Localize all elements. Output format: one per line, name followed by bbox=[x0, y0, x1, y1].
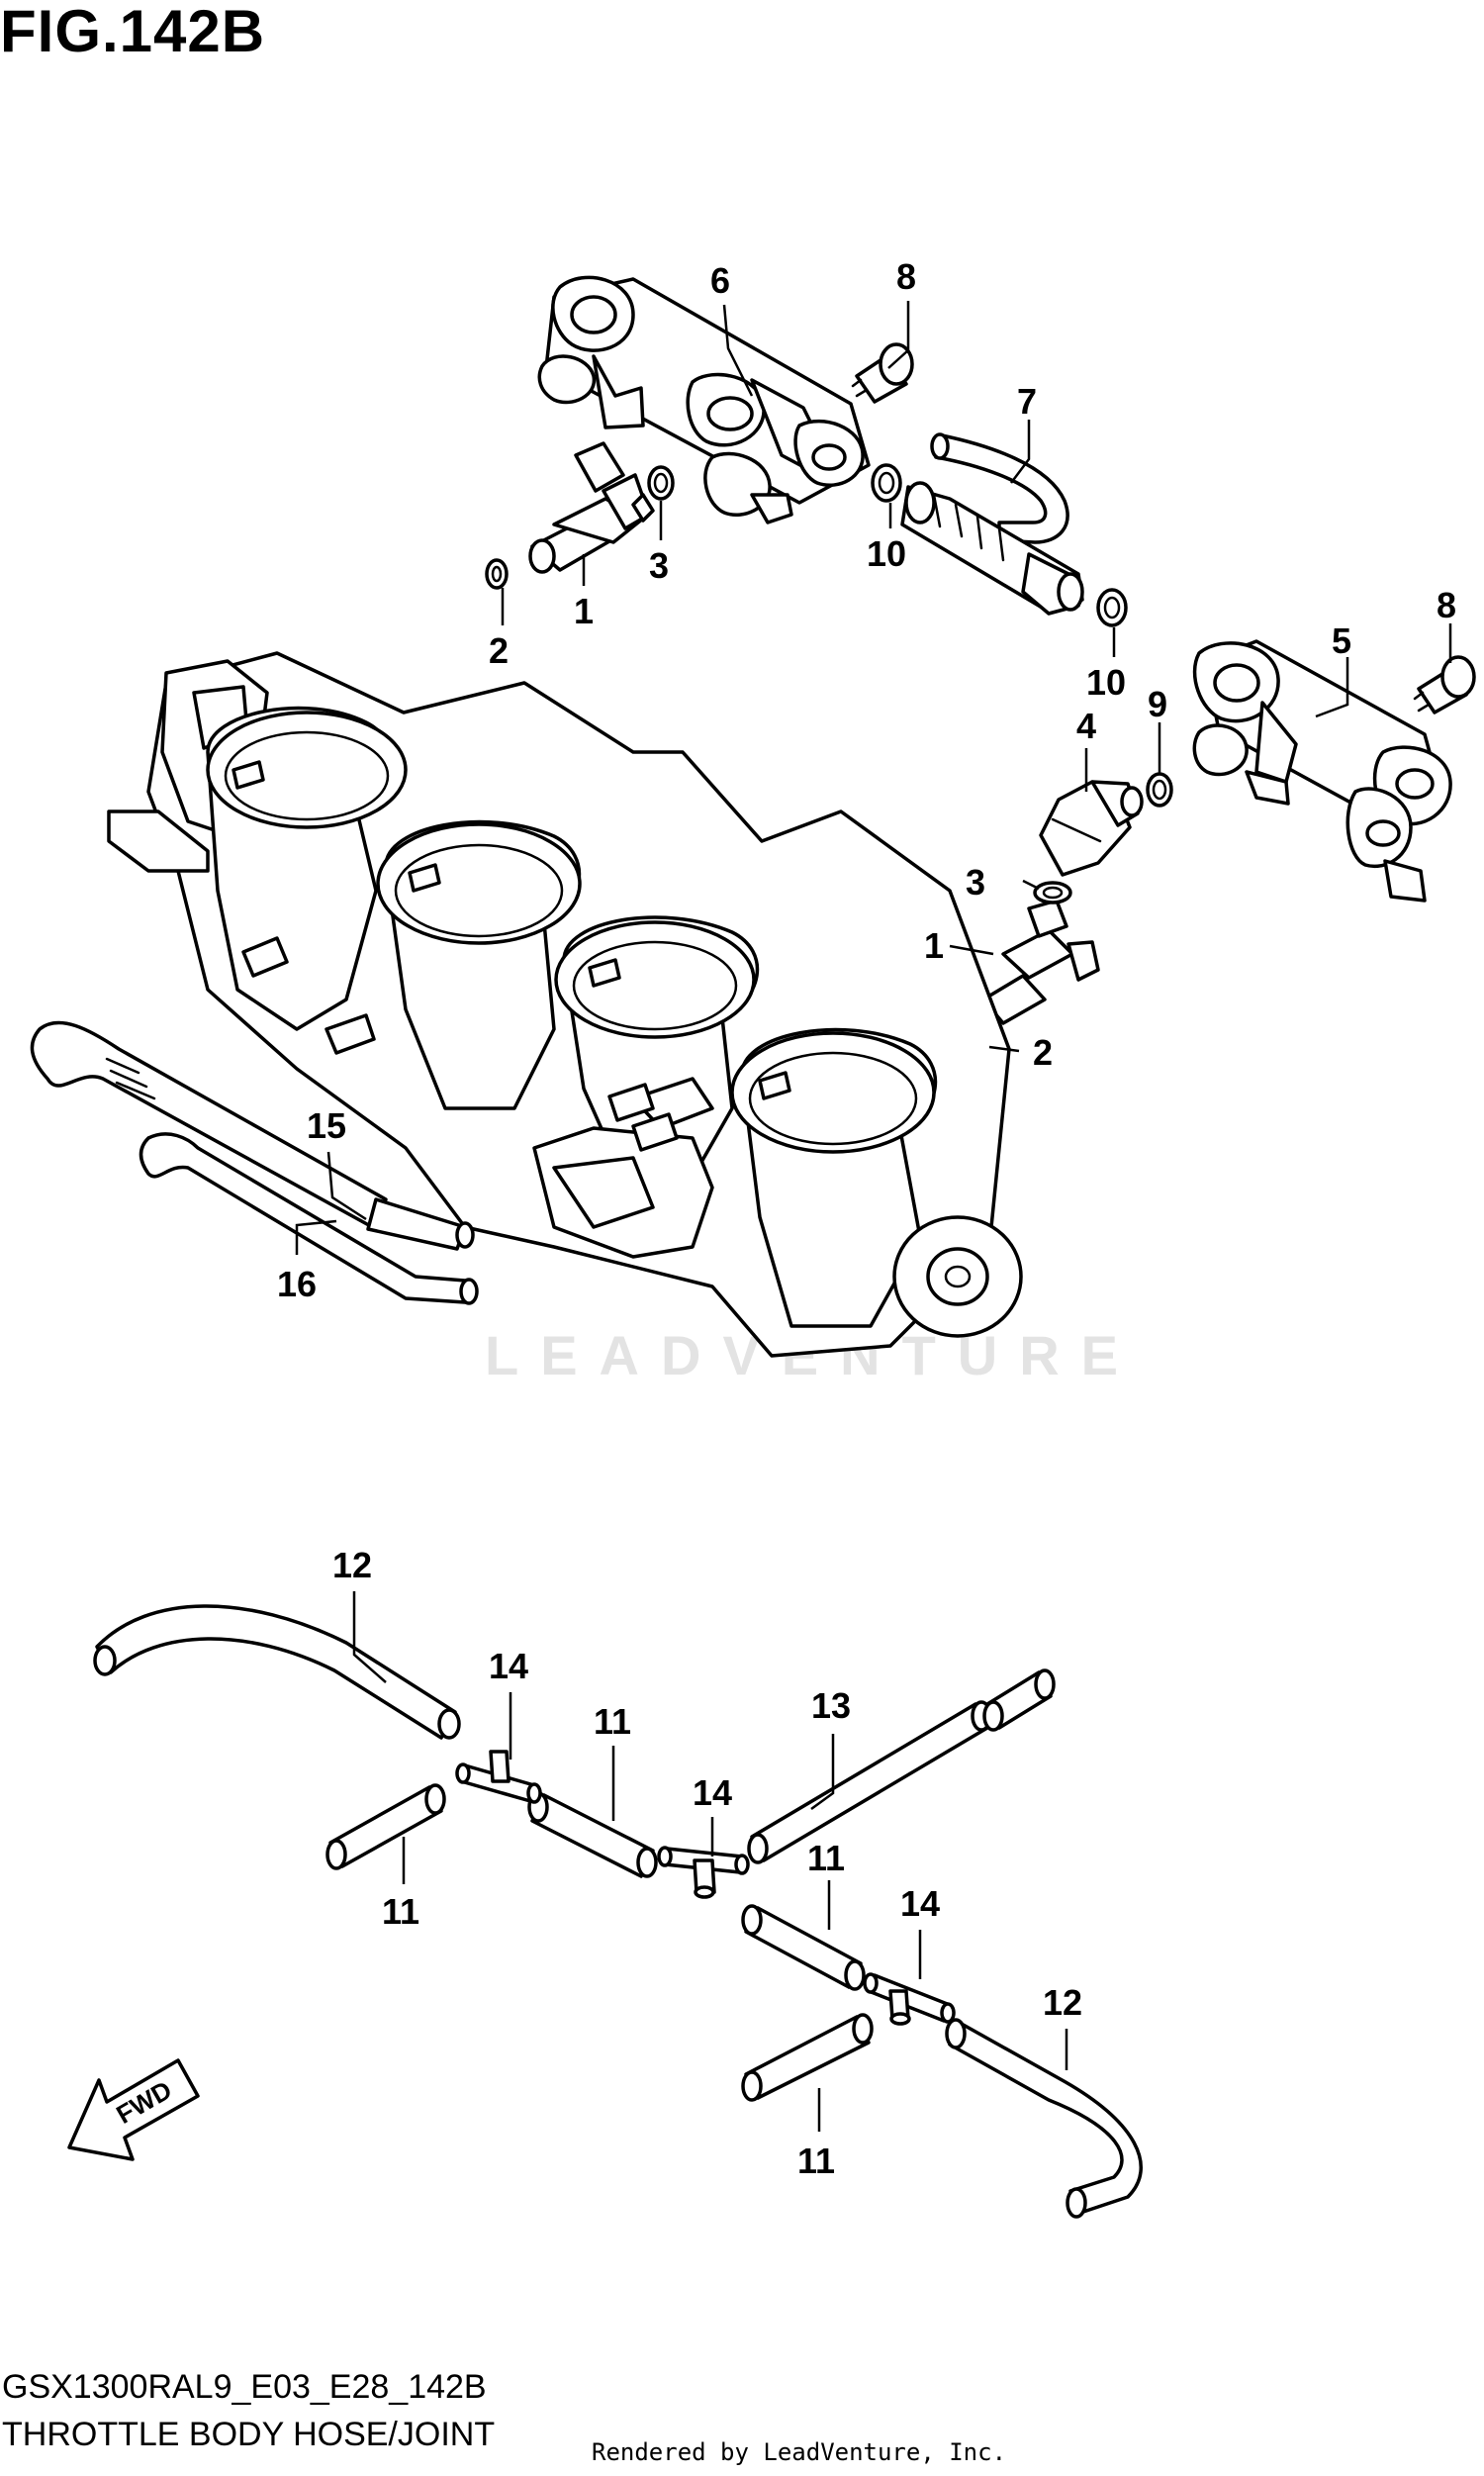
t-joint-14-c[interactable] bbox=[863, 1972, 956, 2026]
render-credit: Rendered by LeadVenture, Inc. bbox=[592, 2438, 1007, 2466]
callout-15: 15 bbox=[307, 1105, 346, 1146]
leader-lines bbox=[295, 301, 1452, 2132]
callout-2-upper: 2 bbox=[489, 630, 509, 671]
callout-14-c: 14 bbox=[900, 1883, 940, 1924]
o-ring-3-lower[interactable] bbox=[1033, 881, 1072, 905]
callout-8-upper: 8 bbox=[896, 256, 916, 297]
t-joint-14-b[interactable] bbox=[657, 1846, 750, 1899]
callout-10-lower: 10 bbox=[1086, 662, 1126, 703]
hose-16[interactable] bbox=[139, 1132, 479, 1305]
callout-12-right: 12 bbox=[1043, 1982, 1082, 2023]
section-name: THROTTLE BODY HOSE/JOINT bbox=[2, 2416, 496, 2453]
hose-11-d[interactable] bbox=[741, 2013, 874, 2102]
callout-11-d: 11 bbox=[797, 2141, 835, 2181]
callout-5: 5 bbox=[1332, 620, 1351, 661]
hose-11-c[interactable] bbox=[741, 1904, 866, 1991]
hose-12-right[interactable] bbox=[945, 2018, 1143, 2219]
screw-8-lower[interactable] bbox=[1413, 655, 1476, 714]
t-joint-14-a[interactable] bbox=[455, 1750, 542, 1804]
fwd-arrow-icon: FWD bbox=[67, 2058, 200, 2161]
callout-3-upper: 3 bbox=[649, 545, 669, 586]
o-ring-9[interactable] bbox=[1146, 772, 1173, 808]
joint-7[interactable] bbox=[900, 432, 1084, 616]
hose-12-left[interactable] bbox=[93, 1604, 461, 1740]
callout-11-a: 11 bbox=[382, 1891, 419, 1932]
callout-14-a: 14 bbox=[489, 1646, 528, 1686]
screw-8-upper[interactable] bbox=[851, 342, 914, 404]
callout-9: 9 bbox=[1148, 684, 1167, 724]
hose-13[interactable] bbox=[747, 1668, 1056, 1864]
callout-12-left: 12 bbox=[332, 1545, 372, 1585]
o-ring-3-upper[interactable] bbox=[647, 465, 675, 501]
callout-1-upper: 1 bbox=[574, 591, 594, 631]
callout-16: 16 bbox=[277, 1264, 317, 1304]
o-ring-10-upper[interactable] bbox=[871, 463, 902, 503]
o-ring-10-lower[interactable] bbox=[1096, 588, 1128, 627]
hose-15[interactable] bbox=[30, 1020, 475, 1251]
callout-8-lower: 8 bbox=[1437, 585, 1456, 625]
callout-13: 13 bbox=[811, 1685, 851, 1726]
joint-4[interactable] bbox=[1039, 780, 1144, 877]
injector-1-lower[interactable] bbox=[972, 899, 1100, 1031]
callout-1-lower: 1 bbox=[924, 925, 944, 966]
callout-11-c: 11 bbox=[807, 1838, 845, 1878]
hose-11-a[interactable] bbox=[325, 1783, 446, 1870]
callout-6: 6 bbox=[710, 260, 730, 301]
figure-title: FIG.142B bbox=[0, 0, 266, 64]
callout-3-lower: 3 bbox=[966, 862, 985, 903]
callout-4: 4 bbox=[1076, 706, 1096, 746]
throttle-body-assembly[interactable] bbox=[107, 651, 1023, 1358]
callouts: 6 8 7 1 2 3 10 10 5 8 9 4 3 1 2 15 16 12… bbox=[277, 256, 1456, 2181]
fuel-rail-5[interactable] bbox=[1192, 639, 1452, 903]
o-ring-2-upper[interactable] bbox=[485, 558, 509, 590]
injector-1-upper[interactable] bbox=[528, 441, 655, 574]
callout-2-lower: 2 bbox=[1033, 1032, 1053, 1073]
callout-11-b: 11 bbox=[594, 1701, 631, 1742]
model-code: GSX1300RAL9_E03_E28_142B bbox=[2, 2368, 487, 2406]
hose-11-b[interactable] bbox=[527, 1791, 658, 1878]
callout-7: 7 bbox=[1017, 381, 1037, 422]
callout-14-b: 14 bbox=[693, 1772, 732, 1813]
fuel-rail-6[interactable] bbox=[537, 275, 871, 524]
callout-10-upper: 10 bbox=[867, 533, 906, 574]
